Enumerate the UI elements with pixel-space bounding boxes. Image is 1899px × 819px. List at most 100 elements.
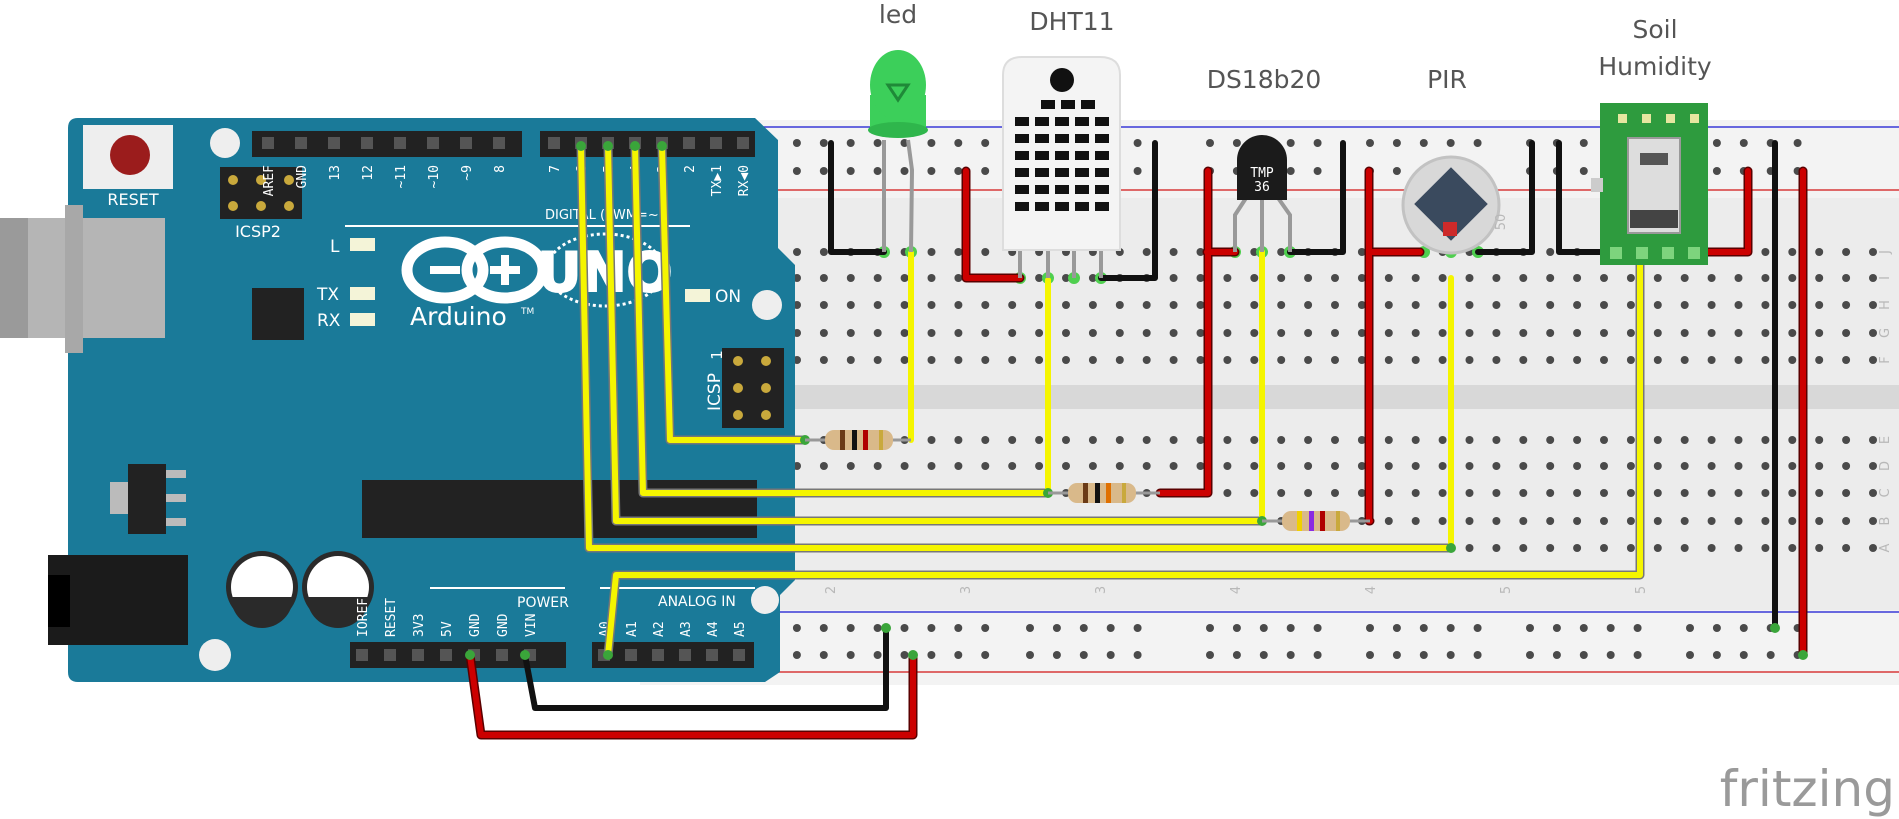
breadboard-hole: [873, 167, 882, 175]
breadboard-hole: [1600, 301, 1608, 309]
breadboard-holes: [766, 139, 1877, 659]
breadboard-hole: [1573, 544, 1582, 552]
breadboard-hole: [1492, 544, 1501, 552]
breadboard-hole: [1411, 517, 1420, 525]
breadboard-hole: [954, 329, 963, 337]
breadboard-hole: [1734, 301, 1743, 309]
breadboard-hole: [1286, 139, 1295, 147]
breadboard-hole: [981, 167, 990, 175]
dht11-vent: [1095, 202, 1109, 211]
header-pin: [295, 137, 307, 149]
breadboard-hole: [1761, 301, 1770, 309]
dht11-vent: [1081, 100, 1095, 109]
capacitor: [302, 551, 374, 628]
breadboard-hole: [1438, 517, 1447, 525]
breadboard-hole: [1653, 489, 1662, 497]
breadboard-hole: [1008, 462, 1017, 470]
breadboard-hole: [1707, 301, 1716, 309]
breadboard-hole: [1331, 436, 1339, 444]
breadboard-hole: [1277, 462, 1286, 470]
breadboard-hole: [1465, 329, 1474, 337]
breadboard-hole: [927, 651, 936, 659]
wire-black-pir-gnd: [1475, 140, 1535, 255]
breadboard-hole: [1052, 651, 1061, 659]
pin-label: A1: [625, 621, 640, 637]
breadboard-hole: [1062, 462, 1070, 470]
breadboard-hole: [1169, 462, 1178, 470]
header-pin: [652, 649, 664, 661]
breadboard-hole: [1473, 624, 1482, 632]
breadboard-hole: [1600, 436, 1608, 444]
pin-label: GND: [496, 613, 511, 637]
breadboard-hole: [873, 139, 882, 147]
pin-label: 7: [548, 165, 563, 173]
breadboard-hole: [1465, 517, 1474, 525]
breadboard-hole: [793, 248, 801, 256]
ds18b20-label: DS18b20: [1207, 65, 1322, 94]
breadboard-hole: [1842, 248, 1851, 256]
breadboard-hole: [1600, 517, 1608, 525]
breadboard-hole: [1035, 329, 1044, 337]
breadboard-hole: [1842, 356, 1851, 364]
dht11-vent: [1055, 202, 1069, 211]
breadboard-hole: [1739, 624, 1748, 632]
breadboard-hole: [1169, 356, 1178, 364]
wire-black-led-gnd: [828, 140, 887, 255]
led-label: led: [879, 0, 917, 29]
breadboard-hole: [1788, 274, 1797, 282]
led-component: led: [868, 0, 928, 253]
uno-label: UNO: [538, 241, 673, 304]
dc-power-jack: [48, 555, 188, 645]
column-number: 4: [1229, 586, 1244, 594]
breadboard-hole: [1473, 139, 1482, 147]
breadboard-hole: [954, 139, 963, 147]
breadboard-hole: [1653, 517, 1662, 525]
breadboard-hole: [954, 356, 963, 364]
breadboard-hole: [1438, 274, 1447, 282]
breadboard-hole: [1088, 356, 1097, 364]
breadboard-hole: [1788, 356, 1797, 364]
breadboard-hole: [846, 329, 855, 337]
breadboard-hole: [1277, 489, 1286, 497]
breadboard-hole: [792, 139, 801, 147]
breadboard-hole: [1519, 329, 1528, 337]
dht11-vent: [1075, 202, 1089, 211]
pin-label: GND: [295, 165, 310, 189]
breadboard-hole: [1842, 462, 1851, 470]
breadboard-hole: [1438, 436, 1447, 444]
breadboard-hole: [1573, 517, 1582, 525]
fritzing-watermark: fritzing: [1720, 760, 1895, 818]
row-letter: G: [1878, 328, 1893, 338]
pir-sensor: 50 PIR: [1401, 65, 1509, 255]
breadboard-hole: [981, 462, 990, 470]
breadboard-hole: [1223, 301, 1232, 309]
breadboard-hole: [1606, 624, 1615, 632]
icsp-header: [722, 348, 784, 428]
breadboard-hole: [1250, 462, 1259, 470]
breadboard-hole: [1519, 517, 1528, 525]
trademark-label: TM: [520, 307, 534, 317]
breadboard-hole: [1734, 489, 1743, 497]
breadboard-hole: [1519, 544, 1528, 552]
breadboard-hole: [846, 274, 855, 282]
breadboard-hole: [954, 167, 963, 175]
dht11-vent: [1075, 117, 1089, 126]
breadboard-hole: [819, 248, 828, 256]
pin-label: A5: [733, 621, 748, 637]
breadboard-hole: [900, 301, 909, 309]
breadboard-hole: [873, 301, 882, 309]
reset-button-cap[interactable]: [110, 135, 150, 175]
breadboard-hole: [1734, 462, 1743, 470]
breadboard-hole: [1869, 489, 1877, 497]
breadboard-hole: [1492, 301, 1501, 309]
breadboard-hole: [1653, 462, 1662, 470]
pin-label: 5V: [440, 621, 455, 637]
breadboard-hole: [1026, 651, 1034, 659]
breadboard-hole: [1761, 544, 1770, 552]
breadboard-hole: [1573, 356, 1582, 364]
header-pin: [733, 649, 745, 661]
breadboard-hole: [1761, 436, 1770, 444]
dht11-vent: [1035, 117, 1049, 126]
breadboard-hole: [1206, 624, 1214, 632]
breadboard-hole: [1788, 248, 1797, 256]
